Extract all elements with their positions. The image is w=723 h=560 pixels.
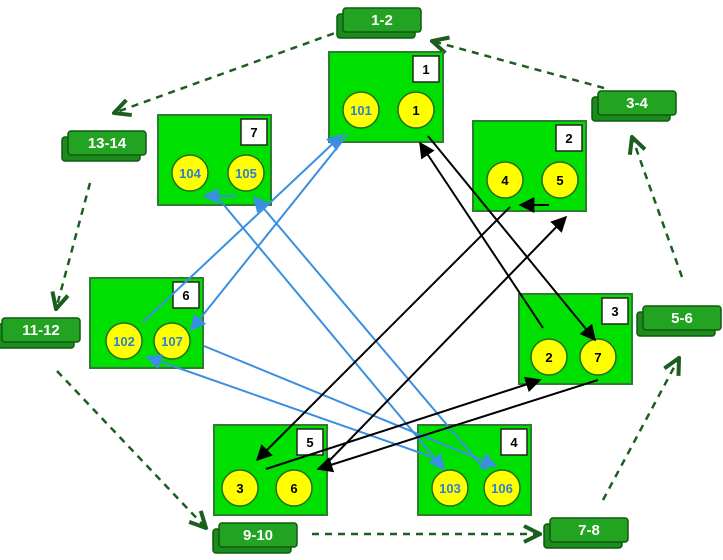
- ball-label: 106: [491, 481, 513, 496]
- range-tags: 1-2 3-4 5-6 7-8 9-10 11-12 13-14: [0, 7, 722, 554]
- node-number: 1: [422, 62, 429, 77]
- ball-2: [530, 338, 568, 376]
- node-box-5: 5 3 6: [213, 424, 328, 516]
- dashed-ring: [56, 27, 684, 534]
- tag-label: 5-6: [671, 310, 693, 327]
- ball-1: [397, 91, 435, 129]
- tag-label: 9-10: [243, 527, 273, 544]
- ball-105: [227, 154, 265, 192]
- node-number-badge: [240, 118, 268, 146]
- node-number: 4: [510, 435, 518, 450]
- ring-arrow-2: [432, 41, 605, 90]
- ball-label: 7: [594, 350, 601, 365]
- blue-arrow-101-to-107: [189, 133, 349, 332]
- node-number-badge: [555, 124, 583, 152]
- node-boxes: 1 101 1 2 4 5 3 2 7 4 103 106 5 3 6 6 102 107 7 104 105: [89, 51, 633, 516]
- node-box-4: 4 103 106: [417, 424, 532, 516]
- ball-label: 103: [439, 481, 461, 496]
- range-tag-9-10: 9-10: [212, 522, 298, 554]
- node-box-1: 1 101 1: [328, 51, 444, 143]
- ring-arrow-7: [56, 182, 92, 309]
- ring-arrow-6: [56, 370, 206, 528]
- ball-107: [153, 322, 191, 360]
- ball-label: 102: [113, 334, 135, 349]
- blue-arrow-106-to-105: [252, 195, 487, 472]
- range-tag-7-8: 7-8: [543, 517, 629, 549]
- node-number-badge: [500, 428, 528, 456]
- ball-label: 3: [236, 481, 243, 496]
- black-arrow-4-to-3: [255, 206, 511, 462]
- tag-face: [549, 517, 629, 543]
- tag-label: 1-2: [371, 12, 393, 29]
- ball-label: 5: [556, 173, 563, 188]
- tag-label: 13-14: [88, 135, 127, 152]
- black-arrow-7-to-6: [316, 379, 599, 473]
- node-number: 6: [182, 288, 189, 303]
- ball-6: [275, 469, 313, 507]
- range-tag-11-12: 11-12: [0, 317, 81, 349]
- ball-label: 107: [161, 334, 183, 349]
- ball-label: 104: [179, 166, 201, 181]
- range-tag-3-4: 3-4: [591, 90, 677, 122]
- black-arrow-3-to-2: [265, 376, 542, 470]
- node-number-badge: [601, 297, 629, 325]
- black-arrow-1-to-7: [427, 135, 597, 342]
- ring-arrow-4: [601, 358, 679, 501]
- ball-label: 4: [501, 173, 509, 188]
- ball-102: [105, 322, 143, 360]
- ball-label: 2: [545, 350, 552, 365]
- tag-face: [342, 7, 422, 33]
- ball-5: [541, 161, 579, 199]
- ball-label: 101: [350, 103, 372, 118]
- tag-label: 11-12: [22, 322, 60, 339]
- range-tag-5-6: 5-6: [636, 305, 722, 337]
- tag-label: 3-4: [626, 95, 648, 112]
- node-number-badge: [296, 428, 324, 456]
- ring-arrow-3: [632, 137, 684, 278]
- tag-face: [642, 305, 722, 331]
- tag-face: [597, 90, 677, 116]
- ball-3: [221, 469, 259, 507]
- ball-label: 1: [412, 103, 419, 118]
- ball-104: [171, 154, 209, 192]
- blue-arrow-103-to-102: [145, 354, 436, 459]
- ball-label: 105: [235, 166, 257, 181]
- ball-103: [431, 469, 469, 507]
- node-box-2: 2 4 5: [472, 120, 587, 212]
- edges: [142, 133, 599, 473]
- black-arrow-6-to-5: [327, 215, 568, 463]
- node-number: 3: [611, 304, 618, 319]
- blue-arrow-107-to-106: [203, 345, 498, 468]
- node-box-3: 3 2 7: [518, 293, 633, 385]
- node-number: 2: [565, 131, 572, 146]
- ball-101: [342, 91, 380, 129]
- node-number: 7: [250, 125, 257, 140]
- tag-label: 7-8: [578, 522, 600, 539]
- ball-7: [579, 338, 617, 376]
- ball-4: [486, 161, 524, 199]
- ball-label: 6: [290, 481, 297, 496]
- tag-face: [218, 522, 298, 548]
- node-number-badge: [412, 55, 440, 83]
- ball-106: [483, 469, 521, 507]
- node-number: 5: [306, 435, 313, 450]
- range-tag-1-2: 1-2: [336, 7, 422, 39]
- tag-face: [67, 130, 147, 156]
- ring-arrow-1: [114, 27, 347, 113]
- range-tag-13-14: 13-14: [61, 130, 147, 162]
- tag-face: [1, 317, 81, 343]
- node-number-badge: [172, 281, 200, 309]
- node-box-6: 6 102 107: [89, 277, 204, 369]
- node-box-7: 7 104 105: [157, 114, 272, 206]
